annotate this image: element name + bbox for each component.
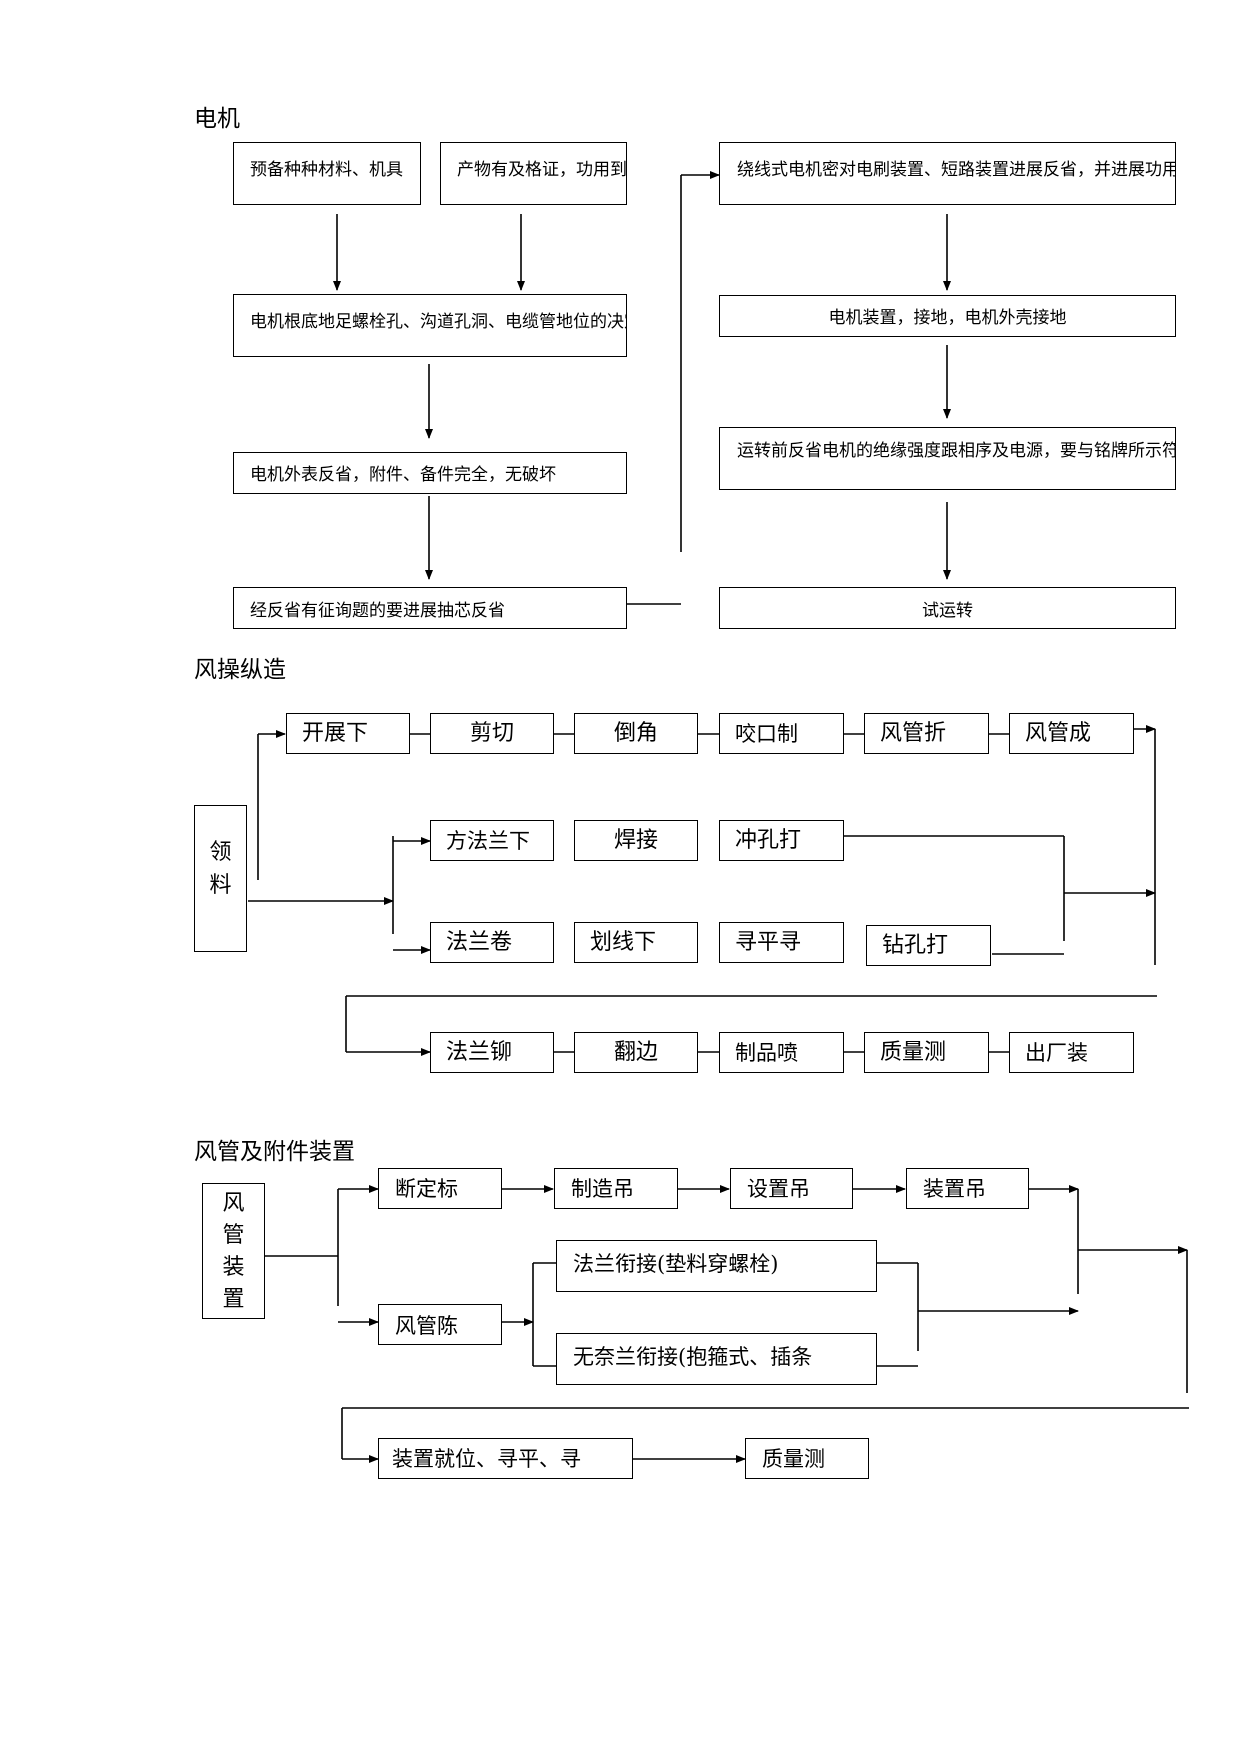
node-flangeless-joint: 无奈兰衔接(抱箍式、插条 bbox=[556, 1333, 877, 1385]
node-label: 产物有及格证，功用到达标签具求 bbox=[457, 160, 627, 180]
node-foundation-holes: 电机根底地足螺栓孔、沟道孔洞、电缆管地位的决定 bbox=[233, 294, 627, 357]
node-drill-hole: 钻孔打 bbox=[866, 925, 991, 966]
node-level-align: 寻平寻 bbox=[719, 922, 844, 963]
node-label: 制造吊 bbox=[571, 1177, 634, 1201]
section-title-motor: 电机 bbox=[194, 106, 240, 132]
node-duct-fold: 风管折 bbox=[864, 713, 989, 754]
node-label: 方法兰下 bbox=[446, 829, 530, 853]
node-square-flange-cut: 方法兰下 bbox=[430, 820, 554, 861]
node-label: 质量测 bbox=[762, 1447, 825, 1471]
node-flange-rivet: 法兰铆 bbox=[430, 1032, 554, 1073]
node-label: 风管装置 bbox=[222, 1191, 245, 1312]
node-label: 预备种种材料、机具 bbox=[250, 160, 403, 180]
node-flange-joint: 法兰衔接(垫料穿螺栓) bbox=[556, 1240, 877, 1292]
node-label: 质量测 bbox=[880, 1040, 947, 1065]
node-duct-install: 风管装置 bbox=[202, 1183, 265, 1319]
node-install-hanger: 装置吊 bbox=[906, 1168, 1029, 1209]
node-install-ground: 电机装置，接地，电机外壳接地 bbox=[719, 295, 1176, 337]
node-label: 寻平寻 bbox=[735, 930, 802, 955]
node-product-certificate: 产物有及格证，功用到达标签具求 bbox=[440, 142, 627, 205]
node-label: 划线下 bbox=[590, 930, 657, 955]
node-weld: 焊接 bbox=[574, 820, 698, 861]
section-title-duct-fabrication: 风操纵造 bbox=[194, 657, 286, 683]
node-layout-cut: 开展下 bbox=[286, 713, 410, 754]
node-label: 咬口制 bbox=[735, 722, 798, 746]
node-prep-materials: 预备种种材料、机具 bbox=[233, 142, 421, 205]
node-duct-display: 风管陈 bbox=[378, 1304, 502, 1345]
node-label: 风管陈 bbox=[395, 1314, 458, 1338]
node-label: 领料 bbox=[209, 840, 232, 898]
node-chamfer: 倒角 bbox=[574, 713, 698, 754]
node-label: 法兰卷 bbox=[446, 930, 513, 955]
node-shear: 剪切 bbox=[430, 713, 554, 754]
node-label: 经反省有征询题的要进展抽芯反省 bbox=[250, 601, 505, 621]
node-label: 风管折 bbox=[880, 721, 947, 746]
node-seam-make: 咬口制 bbox=[719, 713, 844, 754]
node-product-spray: 制品喷 bbox=[719, 1032, 844, 1073]
node-label: 装置就位、寻平、寻 bbox=[392, 1447, 581, 1471]
node-punch-hole: 冲孔打 bbox=[719, 820, 844, 861]
node-install-quality-test: 质量测 bbox=[745, 1438, 869, 1479]
node-trial-run: 试运转 bbox=[719, 587, 1176, 629]
node-label: 设置吊 bbox=[747, 1177, 810, 1201]
node-receive-materials: 领料 bbox=[194, 805, 247, 952]
node-flanging: 翻边 bbox=[574, 1032, 698, 1073]
node-place-level: 装置就位、寻平、寻 bbox=[378, 1438, 633, 1479]
node-flange-roll: 法兰卷 bbox=[430, 922, 554, 963]
node-label: 翻边 bbox=[613, 1040, 658, 1065]
node-label: 试运转 bbox=[922, 601, 973, 621]
node-label: 冲孔打 bbox=[735, 828, 802, 853]
node-label: 焊接 bbox=[613, 828, 658, 853]
section-title-duct-install: 风管及附件装置 bbox=[194, 1139, 355, 1165]
node-label: 电机外表反省，附件、备件完全，无破坏 bbox=[250, 465, 556, 485]
node-label: 电机装置，接地，电机外壳接地 bbox=[828, 308, 1067, 328]
node-quality-test: 质量测 bbox=[864, 1032, 989, 1073]
node-label: 倒角 bbox=[613, 721, 658, 746]
node-label: 风管成 bbox=[1025, 721, 1092, 746]
node-set-hanger: 设置吊 bbox=[730, 1168, 853, 1209]
node-label: 剪切 bbox=[469, 721, 514, 746]
node-label: 开展下 bbox=[302, 721, 369, 746]
node-label: 装置吊 bbox=[923, 1177, 986, 1201]
node-label: 法兰铆 bbox=[446, 1040, 513, 1065]
node-make-hanger: 制造吊 bbox=[554, 1168, 678, 1209]
node-label: 法兰衔接(垫料穿螺栓) bbox=[573, 1252, 779, 1276]
node-exterior-check: 电机外表反省，附件、备件完全，无破坏 bbox=[233, 452, 627, 494]
node-brush-check: 绕线式电机密对电刷装置、短路装置进展反省，并进展功用实验 bbox=[719, 142, 1176, 205]
node-core-check: 经反省有征询题的要进展抽芯反省 bbox=[233, 587, 627, 629]
node-label: 电机根底地足螺栓孔、沟道孔洞、电缆管地位的决定 bbox=[250, 312, 627, 332]
node-mark-cut: 划线下 bbox=[574, 922, 698, 963]
node-label: 制品喷 bbox=[735, 1041, 798, 1065]
node-fix-mark: 断定标 bbox=[378, 1168, 502, 1209]
node-label: 无奈兰衔接(抱箍式、插条 bbox=[573, 1345, 813, 1369]
node-factory-pack: 出厂装 bbox=[1009, 1032, 1134, 1073]
node-label: 出厂装 bbox=[1025, 1041, 1088, 1065]
node-label: 断定标 bbox=[395, 1177, 458, 1201]
node-duct-form: 风管成 bbox=[1009, 713, 1134, 754]
node-insulation-check: 运转前反省电机的绝缘强度跟相序及电源，要与铭牌所示符合 bbox=[719, 427, 1176, 490]
node-label: 钻孔打 bbox=[882, 933, 949, 958]
node-label: 运转前反省电机的绝缘强度跟相序及电源，要与铭牌所示符合 bbox=[737, 441, 1176, 461]
node-label: 绕线式电机密对电刷装置、短路装置进展反省，并进展功用实验 bbox=[737, 160, 1176, 180]
